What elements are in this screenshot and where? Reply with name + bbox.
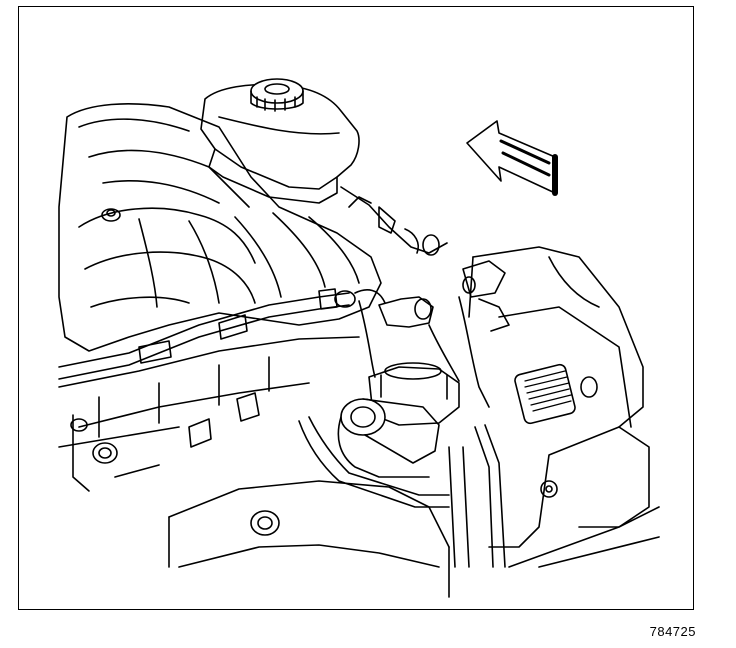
- engine-block: [168, 480, 660, 598]
- sensor-connector: [462, 260, 510, 332]
- reservoir-cap: [250, 78, 304, 112]
- figure-number: 784725: [649, 624, 696, 639]
- throttle-body: [337, 398, 440, 478]
- manifold-rear: [340, 186, 448, 256]
- cylinder-head: [58, 336, 360, 492]
- egr-valve: [368, 362, 460, 426]
- illustration-frame: [18, 6, 694, 610]
- intake-manifold: [58, 103, 382, 352]
- engine-cover: [468, 246, 650, 548]
- fuel-rail: [58, 288, 434, 380]
- egr-pipe: [298, 296, 506, 568]
- direction-arrow: [466, 120, 558, 196]
- engine-illustration: [58, 78, 660, 598]
